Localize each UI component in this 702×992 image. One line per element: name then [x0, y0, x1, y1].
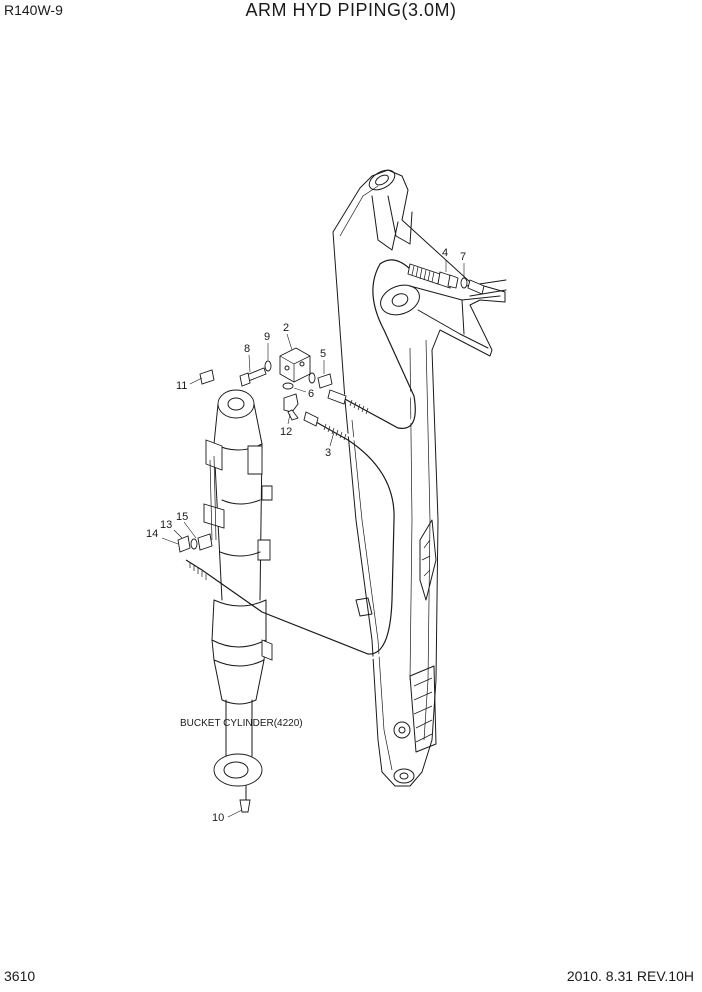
callout-15: 15	[176, 511, 188, 523]
callout-8: 8	[244, 343, 250, 355]
callout-7: 7	[460, 251, 466, 263]
callout-13: 13	[160, 519, 172, 531]
callout-9: 9	[264, 331, 270, 343]
callout-14: 14	[146, 528, 158, 540]
callout-10: 10	[212, 812, 224, 824]
callout-12: 12	[280, 426, 292, 438]
callout-5: 5	[320, 348, 326, 360]
manifold-block-group	[239, 347, 333, 421]
callout-2: 2	[283, 322, 289, 334]
lower-hose-assembly	[183, 411, 400, 660]
callout-3: 3	[325, 447, 331, 459]
page-title: ARM HYD PIPING(3.0M)	[245, 0, 457, 20]
revision-stamp: 2010. 8.31 REV.10H	[566, 968, 694, 984]
page-number: 3610	[4, 968, 36, 984]
excavator-arm	[332, 169, 507, 787]
upper-hose-assembly	[327, 255, 485, 429]
callout-labels: 2 3 4 5 6 7 8 9 10 11 12 13 14	[146, 247, 466, 824]
bucket-cylinder	[177, 369, 273, 813]
callout-6: 6	[308, 388, 314, 400]
callout-4: 4	[442, 247, 448, 259]
bucket-cylinder-note: BUCKET CYLINDER(4220)	[180, 718, 303, 729]
callout-11: 11	[176, 380, 187, 392]
model-label: R140W-9	[4, 2, 63, 18]
